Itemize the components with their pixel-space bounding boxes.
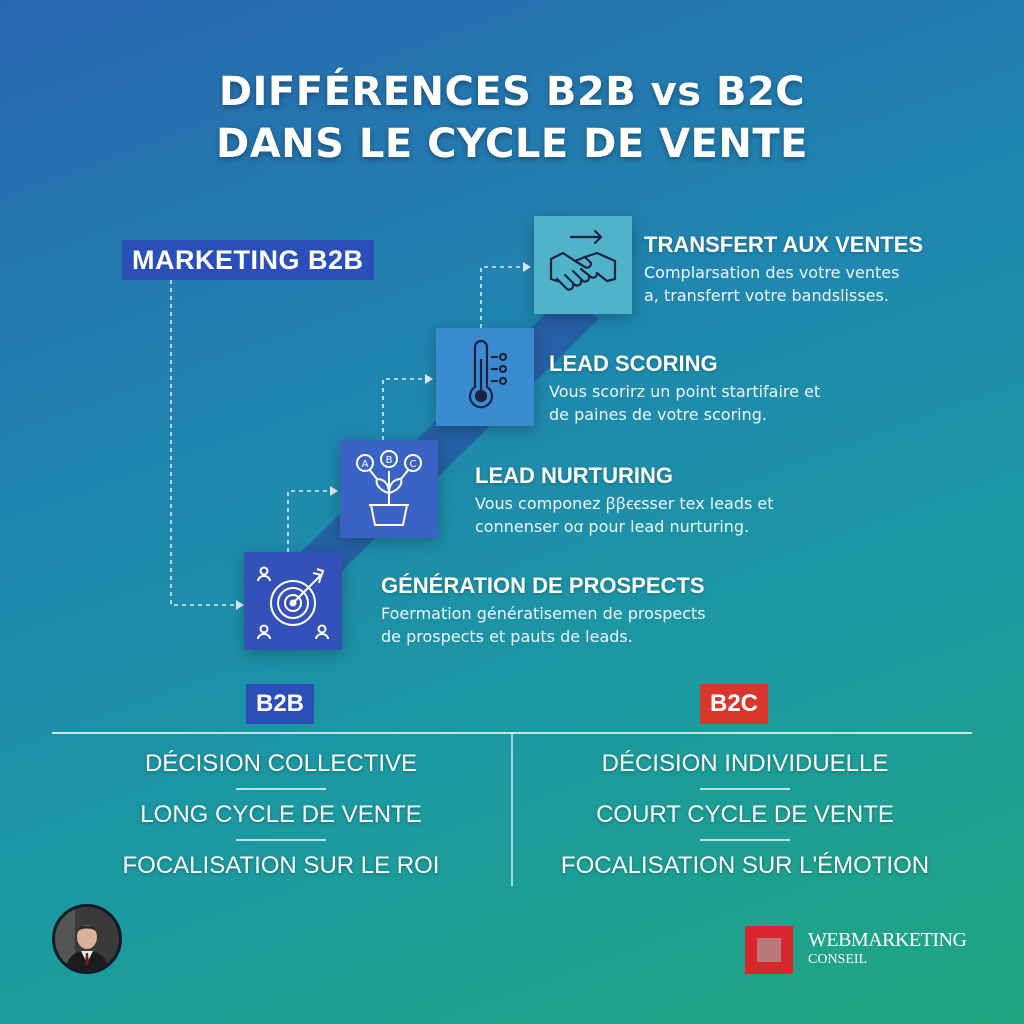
step-transfer-box	[534, 216, 632, 314]
step-scoring: LEAD SCORING Vous scorirz un point start…	[549, 350, 820, 426]
webmarketing-logo-mark	[745, 926, 793, 974]
step-generation: GÉNÉRATION DE PROSPECTS Foermation génér…	[381, 572, 706, 648]
svg-text:A: A	[362, 459, 369, 470]
handshake-icon	[549, 229, 617, 291]
b2b-item: FOCALISATION SUR LE ROI	[122, 852, 440, 879]
title-line-1: DIFFÉRENCES B2B vs B2C	[218, 69, 806, 115]
svg-text:B: B	[386, 455, 393, 466]
step-description: Vous scorirz un point startifaire et de …	[549, 382, 821, 424]
plant-icon: A B C	[356, 450, 422, 526]
marketing-b2b-label: MARKETING B2B	[122, 240, 374, 280]
b2b-item: LONG CYCLE DE VENTE	[140, 801, 422, 828]
step-nurturing-box: A B C	[340, 440, 438, 538]
b2b-item-separator	[236, 839, 326, 841]
b2b-item-separator	[236, 788, 326, 790]
target-icon	[257, 566, 329, 640]
connector-step3-to-step4	[480, 266, 523, 328]
step-title: LEAD NURTURING	[475, 463, 673, 488]
thermometer-icon	[468, 339, 508, 409]
b2c-item-separator	[700, 788, 790, 790]
step-description: Vous componez ꞵꞵꞓꞓsser tex leads et conn…	[475, 494, 774, 536]
b2b-column: DÉCISION COLLECTIVE LONG CYCLE DE VENTE …	[61, 748, 501, 882]
connector-step2-to-step3	[382, 378, 425, 440]
b2c-item: COURT CYCLE DE VENTE	[596, 801, 894, 828]
step-description: Complarsation des votre ventes a, transf…	[644, 263, 900, 305]
b2c-item: FOCALISATION SUR L'ÉMOTION	[560, 852, 930, 879]
svg-text:C: C	[410, 459, 417, 470]
page-title: DIFFÉRENCES B2B vs B2C DANS LE CYCLE DE …	[0, 66, 1024, 170]
b2b-column-header: B2B	[246, 684, 315, 724]
step-title: LEAD SCORING	[549, 351, 718, 376]
title-line-2: DANS LE CYCLE DE VENTE	[216, 121, 808, 167]
b2c-column: DÉCISION INDIVIDUELLE COURT CYCLE DE VEN…	[525, 748, 965, 882]
logo-line-1: WEBMARKETING	[808, 929, 967, 951]
step-title: TRANSFERT AUX VENTES	[644, 232, 924, 257]
person-photo-icon	[55, 907, 119, 971]
b2c-column-header: B2C	[700, 684, 769, 724]
b2b-item: DÉCISION COLLECTIVE	[144, 750, 418, 777]
b2c-item: DÉCISION INDIVIDUELLE	[601, 750, 889, 777]
step-scoring-box	[436, 328, 534, 426]
step-description: Foermation génératisemen de prospects de…	[381, 604, 706, 646]
author-avatar	[52, 904, 122, 974]
logo-line-2: CONSEIL	[808, 952, 868, 967]
connector-label-to-step1	[170, 280, 236, 606]
step-title: GÉNÉRATION DE PROSPECTS	[381, 573, 705, 598]
connector-step1-to-step2	[287, 490, 330, 552]
step-transfer: TRANSFERT AUX VENTES Complarsation des v…	[644, 231, 923, 307]
step-nurturing: LEAD NURTURING Vous componez ꞵꞵꞓꞓsser te…	[475, 462, 774, 538]
b2c-item-separator	[700, 839, 790, 841]
step-generation-box	[244, 552, 342, 650]
webmarketing-logo: WEBMARKETING CONSEIL	[808, 929, 967, 969]
comparison-divider-vertical	[511, 733, 513, 886]
